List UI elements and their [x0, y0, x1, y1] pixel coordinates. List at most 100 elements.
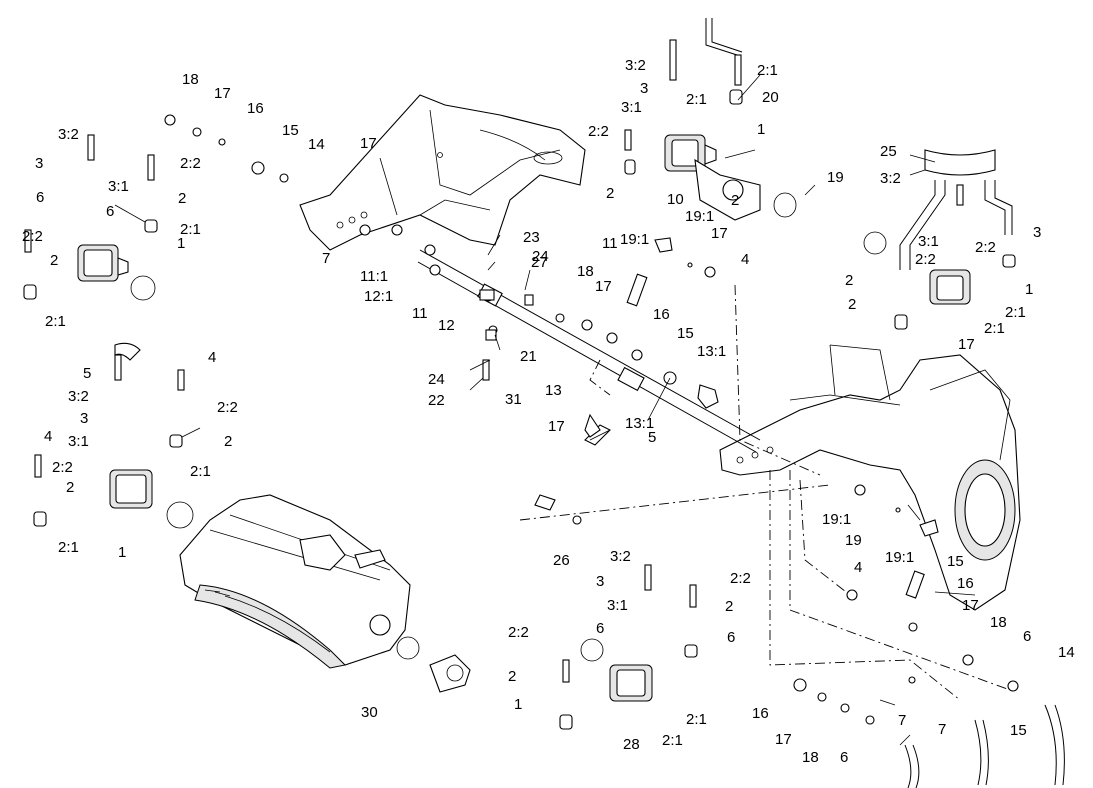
pump-top-right [624, 18, 797, 221]
callout: 2:2 [508, 624, 529, 641]
callout: 17 [595, 278, 612, 295]
callout: 17 [360, 135, 377, 152]
callout: 12:1 [364, 288, 393, 305]
callout: 2:2 [730, 570, 751, 587]
lower-frame [719, 344, 1021, 611]
callout: 6 [36, 189, 44, 206]
callout: 3 [596, 573, 604, 590]
hoses-bottom-right [904, 704, 1065, 788]
callout: 18 [182, 71, 199, 88]
callout: 6 [106, 203, 114, 220]
callout: 2 [731, 192, 739, 209]
callout: 3 [640, 80, 648, 97]
callout: 7 [938, 721, 946, 738]
pump-top-left [23, 134, 158, 301]
callout: 18 [802, 749, 819, 766]
callout: 19 [827, 169, 844, 186]
callout: 2:1 [662, 732, 683, 749]
callout: 1 [177, 235, 185, 252]
cutting-unit [179, 494, 471, 693]
callout: 2 [606, 185, 614, 202]
callout: 16 [653, 306, 670, 323]
pump-bottom-center [559, 564, 698, 730]
callout: 7 [898, 712, 906, 729]
callout: 2 [725, 598, 733, 615]
upper-frame [299, 94, 586, 251]
callout: 2 [848, 296, 856, 313]
callout: 19:1 [822, 511, 851, 528]
callout: 17 [711, 225, 728, 242]
callout: 30 [361, 704, 378, 721]
callout: 1 [118, 544, 126, 561]
callout: 2:2 [180, 155, 201, 172]
callout: 2:2 [217, 399, 238, 416]
callout: 17 [548, 418, 565, 435]
callout: 2 [50, 252, 58, 269]
callout: 2:1 [1005, 304, 1026, 321]
callout: 2:1 [190, 463, 211, 480]
callout: 13 [545, 382, 562, 399]
callout: 2:2 [915, 251, 936, 268]
callout: 3:1 [68, 433, 89, 450]
pump-middle-left [33, 342, 194, 529]
leader-lines [114, 74, 976, 746]
callout: 14 [308, 136, 325, 153]
callout: 4 [854, 559, 862, 576]
callout-labels: 18 17 16 15 14 17 11:1 12:1 11 12 23 24 … [22, 57, 1075, 766]
callout: 28 [623, 736, 640, 753]
callout: 10 [667, 191, 684, 208]
callout: 11:1 [360, 268, 388, 285]
callout: 1 [757, 121, 765, 138]
callout: 2:2 [975, 239, 996, 256]
callout: 11 [602, 235, 618, 252]
callout: 17 [962, 597, 979, 614]
callout: 25 [880, 143, 897, 160]
callout: 3:2 [610, 548, 631, 565]
callout: 15 [1010, 722, 1027, 739]
line-art [23, 18, 1065, 788]
callout: 20 [762, 89, 779, 106]
callout: 19:1 [620, 231, 649, 248]
callout: 18 [990, 614, 1007, 631]
callout: 4 [741, 251, 749, 268]
callout: 2 [508, 668, 516, 685]
callout: 3:2 [68, 388, 89, 405]
callout: 19:1 [685, 208, 714, 225]
callout: 6 [1023, 628, 1031, 645]
callout: 2:1 [180, 221, 201, 238]
callout: 17 [958, 336, 975, 353]
callout: 3 [35, 155, 43, 172]
callout: 12 [438, 317, 455, 334]
routing-lines [519, 284, 1011, 701]
callout: 15 [947, 553, 964, 570]
callout: 3:1 [918, 233, 939, 250]
callout: 2:1 [757, 62, 778, 79]
callout: 14 [1058, 644, 1075, 661]
callout: 16 [957, 575, 974, 592]
callout: 3:1 [621, 99, 642, 116]
callout: 27 [531, 254, 548, 271]
callout: 11 [412, 305, 428, 322]
callout: 16 [247, 100, 264, 117]
callout: 3:2 [880, 170, 901, 187]
callout: 5 [83, 365, 91, 382]
callout: 6 [596, 620, 604, 637]
callout: 4 [208, 349, 216, 366]
callout: 3:2 [625, 57, 646, 74]
callout: 15 [677, 325, 694, 342]
callout: 2 [178, 190, 186, 207]
callout: 2 [845, 272, 853, 289]
callout: 3:1 [607, 597, 628, 614]
callout: 19 [845, 532, 862, 549]
callout: 4 [44, 428, 52, 445]
callout: 18 [577, 263, 594, 280]
pump-right [863, 149, 1016, 330]
callout: 15 [282, 122, 299, 139]
callout: 3:1 [108, 178, 129, 195]
callout: 3:2 [58, 126, 79, 143]
callout: 24 [532, 248, 549, 265]
callout: 24 [428, 371, 445, 388]
callout: 17 [775, 731, 792, 748]
callout: 22 [428, 392, 445, 409]
callout: 23 [523, 229, 540, 246]
